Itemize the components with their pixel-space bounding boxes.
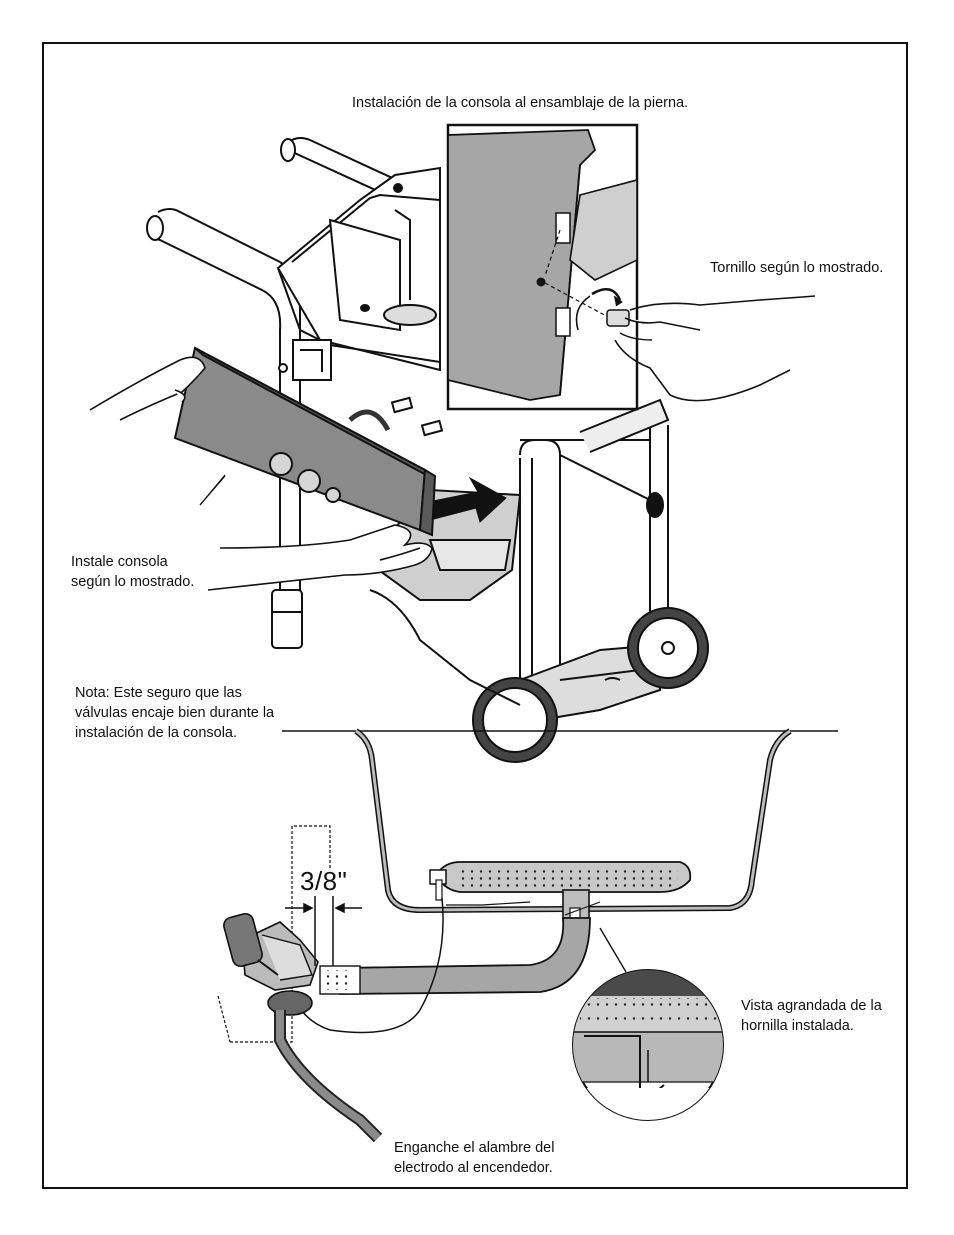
note-label: Nota: Este seguro que las válvulas encaj…: [75, 685, 275, 741]
enlarged-view-label: Vista agrandada de la hornilla instalada…: [741, 998, 882, 1034]
console-leader-line: [199, 475, 226, 506]
install-console-label: Instale consola según lo mostrado.: [71, 554, 195, 590]
electrode-label: Enganche el alambre del electrodo al enc…: [394, 1140, 555, 1176]
hands-holding-console: [89, 356, 433, 591]
screw-inset: [446, 123, 816, 411]
valve-assembly: [217, 825, 383, 1143]
grill-cart: [146, 137, 709, 763]
dimension-marker: [285, 896, 362, 966]
enlarged-burner-view: [572, 927, 724, 1121]
dimension-label: 3/8": [300, 866, 348, 896]
diagram-frame: [42, 42, 908, 1189]
screw-label: Tornillo según lo mostrado.: [710, 260, 884, 276]
direction-arrow: [427, 476, 507, 523]
lower-firebox: [282, 728, 838, 1034]
diagram-title: Instalación de la consola al ensamblaje …: [352, 95, 689, 111]
